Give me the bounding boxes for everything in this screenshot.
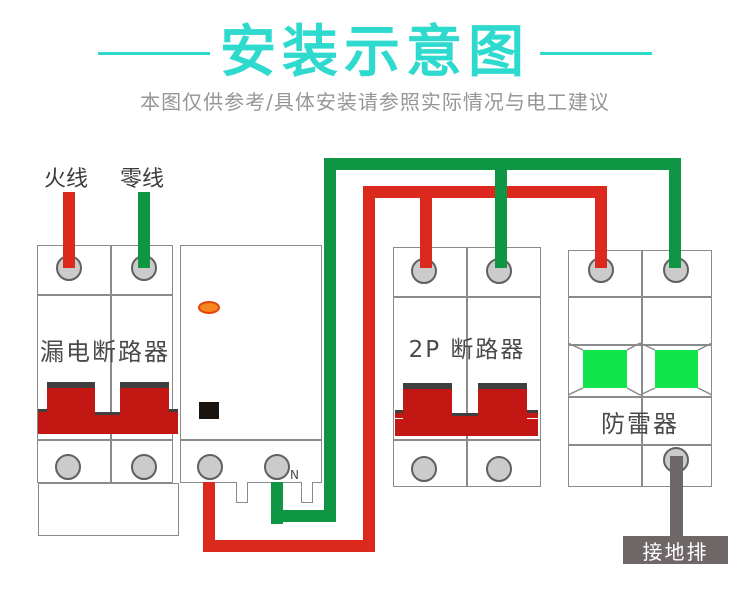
handle-flange: [169, 409, 178, 417]
breaker-handle: [120, 382, 169, 418]
breaker-handle: [478, 383, 527, 419]
live-wire-segment: [203, 482, 215, 546]
title-rule-right: [540, 51, 652, 55]
section-divider: [394, 296, 540, 298]
live-wire-label: 火线: [43, 167, 88, 192]
indicator-light: [198, 301, 220, 314]
page-title: 安装示意图: [220, 20, 530, 85]
terminal: [197, 454, 223, 480]
n-terminal-label: N: [290, 468, 299, 482]
handle-flange: [38, 409, 47, 417]
ground-bar-label: 接地排: [623, 536, 728, 564]
pole-divider: [641, 251, 643, 486]
spd-module-bevels: [568, 342, 712, 396]
section-divider: [38, 439, 172, 441]
rcbo-label: 漏电断路器: [40, 338, 170, 366]
section-divider: [181, 439, 321, 441]
section-divider: [38, 294, 172, 296]
breaker-handle: [47, 382, 95, 418]
neutral-wire-segment: [324, 158, 336, 522]
section-divider: [394, 439, 540, 441]
live-wire-segment: [595, 186, 607, 268]
handle-flange: [527, 410, 538, 418]
pole-divider: [466, 248, 468, 486]
neutral-wire-segment: [669, 158, 681, 268]
neutral-wire-segment: [495, 168, 507, 268]
terminal: [131, 454, 157, 480]
header: 安装示意图: [0, 18, 750, 88]
neutral-wire-label: 零线: [119, 167, 164, 192]
handle-base: [395, 419, 538, 436]
live-wire-segment: [203, 540, 375, 552]
breaker-handle: [403, 383, 452, 419]
handle-base: [38, 417, 178, 434]
live-wire-segment: [363, 186, 607, 198]
ground-wire-segment: [670, 456, 683, 540]
spd-label: 防雷器: [601, 410, 679, 438]
handle-flange: [395, 410, 403, 418]
spd-status-window: [655, 350, 698, 388]
rcbo-leakage-module: [180, 245, 322, 483]
section-divider: [569, 296, 711, 298]
neutral-wire-segment: [324, 158, 681, 170]
pole-divider: [110, 246, 112, 482]
mounting-tab: [301, 482, 313, 503]
test-button: [199, 402, 219, 419]
live-wire-segment: [63, 192, 75, 268]
handle-bridge: [452, 413, 478, 421]
rcbo-din-base: [38, 483, 179, 536]
spd-status-window: [583, 350, 627, 388]
live-wire-segment: [420, 196, 432, 268]
handle-bridge: [95, 412, 120, 420]
disclaimer-subtitle: 本图仅供参考/具体安装请参照实际情况与电工建议: [140, 90, 610, 114]
title-rule-left: [98, 51, 210, 55]
terminal: [55, 454, 81, 480]
rcbo-breaker-body: [37, 245, 173, 483]
section-divider: [569, 344, 711, 346]
live-wire-segment: [363, 186, 375, 552]
terminal: [486, 456, 512, 482]
breaker-2p-body: [393, 247, 541, 487]
terminal: [411, 456, 437, 482]
neutral-wire-segment: [271, 510, 336, 522]
section-divider: [569, 444, 711, 446]
mounting-tab: [236, 482, 248, 503]
neutral-wire-segment: [138, 192, 150, 268]
breaker-2p-label: 2P 断路器: [408, 337, 526, 363]
terminal: [264, 454, 290, 480]
section-divider: [569, 396, 711, 398]
